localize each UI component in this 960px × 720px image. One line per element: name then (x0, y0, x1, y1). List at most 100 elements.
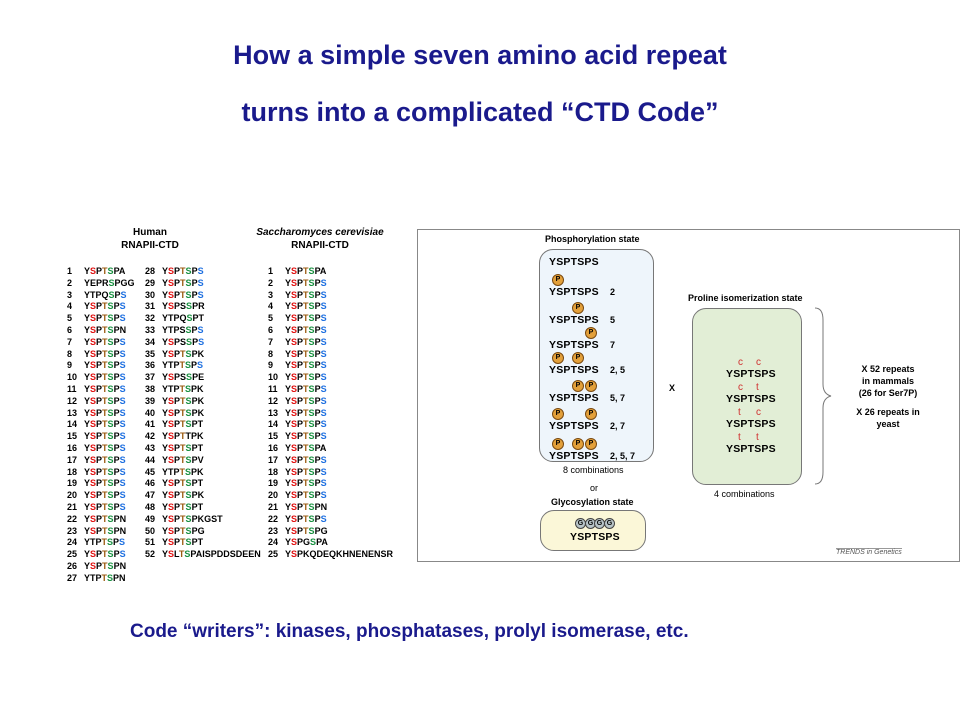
repeat-number: 23 (268, 525, 279, 536)
repeat-sequence: YSPTSPS (285, 478, 327, 489)
repeat-number: 13 (67, 407, 78, 418)
repeat-number: 41 (145, 419, 156, 430)
repeat-sequence: YSPTSPS (285, 431, 327, 442)
repeat-sequence: YSPTSPA (285, 443, 327, 453)
repeat-number: 20 (268, 490, 279, 501)
phos-site-label: 7 (610, 340, 616, 350)
phos-motif: YSPTSPS (549, 392, 599, 404)
phosphate-icon: P (585, 327, 597, 339)
phos-motif: YSPTSPS (549, 286, 599, 298)
repeat-number: 2 (67, 277, 73, 288)
isomer-mark: t (756, 432, 759, 443)
repeat-sequence: YSPTSPS (285, 395, 327, 406)
phos-motif: YSPTSPS (549, 450, 599, 462)
repeat-sequence: YSPTSPS (162, 277, 204, 288)
ctd-repeat-row: 33 YTPSSPS (145, 325, 204, 336)
yeast-label: RNAPII-CTD (291, 240, 349, 251)
repeat-number: 14 (268, 419, 279, 430)
repeat-sequence: YEPRSPGG (84, 277, 135, 288)
repeat-sequence: YTPSSPS (162, 325, 204, 335)
repeat-sequence: YSPTSPS (84, 313, 126, 324)
repeat-sequence: YSPTSPK (162, 490, 205, 501)
repeat-sequence: YSPTSPKGST (162, 513, 223, 524)
repeat-sequence: YSPTSPS (84, 443, 126, 453)
repeat-number: 20 (67, 490, 78, 501)
repeat-number: 30 (145, 289, 156, 300)
repeat-number: 15 (67, 431, 78, 442)
repeat-number: 6 (268, 325, 274, 335)
glcnac-icon: G (604, 518, 615, 529)
repeat-number: 17 (268, 454, 279, 465)
yeast-note-line: yeast (876, 419, 900, 429)
repeat-sequence: YSPSSPE (162, 372, 205, 383)
repeat-sequence: YSPTSPA (84, 266, 126, 276)
repeat-number: 48 (145, 502, 156, 512)
repeat-sequence: YSPTSPS (285, 277, 327, 288)
repeat-number: 27 (67, 572, 78, 583)
pro-motif: YSPTSPS (726, 368, 776, 380)
repeat-sequence: YSPTSPS (285, 301, 327, 312)
repeat-sequence: YSPTSPS (285, 348, 327, 359)
repeat-sequence: YSPTSPN (84, 513, 127, 524)
phosphate-icon: P (572, 302, 584, 314)
repeat-number: 17 (67, 454, 78, 465)
repeat-sequence: YSPTSPS (84, 454, 126, 465)
mammal-note-line: (26 for Ser7P) (858, 388, 918, 398)
repeat-number: 7 (268, 336, 274, 347)
repeat-sequence: YSLTSPAISPDDSDEEN (162, 549, 261, 560)
repeat-number: 34 (145, 336, 156, 347)
repeat-number: 43 (145, 443, 156, 453)
repeat-number: 4 (268, 301, 274, 312)
ctd-repeat-row: 17 YSPTSPS (67, 454, 126, 466)
repeat-number: 22 (67, 513, 78, 524)
repeat-number: 13 (268, 407, 279, 418)
repeat-number: 18 (268, 466, 279, 477)
repeat-number: 3 (268, 289, 274, 300)
repeat-sequence: YSPKQDEQKHNENENSR (285, 549, 394, 560)
repeat-number: 45 (145, 466, 156, 477)
repeat-sequence: YSPTSPS (84, 549, 126, 560)
repeat-sequence: YSPTSPS (285, 360, 327, 371)
repeat-number: 33 (145, 325, 156, 335)
glyco-box (540, 510, 646, 551)
repeat-sequence: YSPTSPS (285, 313, 327, 324)
footer-text: Code “writers”: kinases, phosphatases, p… (130, 621, 689, 642)
repeat-number: 16 (268, 443, 279, 453)
isomer-mark: c (756, 357, 761, 368)
repeat-number: 6 (67, 325, 73, 335)
slide-title-line-1: How a simple seven amino acid repeat (233, 40, 727, 70)
repeat-sequence: YSPTSPK (162, 395, 205, 406)
repeat-sequence: YSPTSPV (162, 454, 204, 465)
